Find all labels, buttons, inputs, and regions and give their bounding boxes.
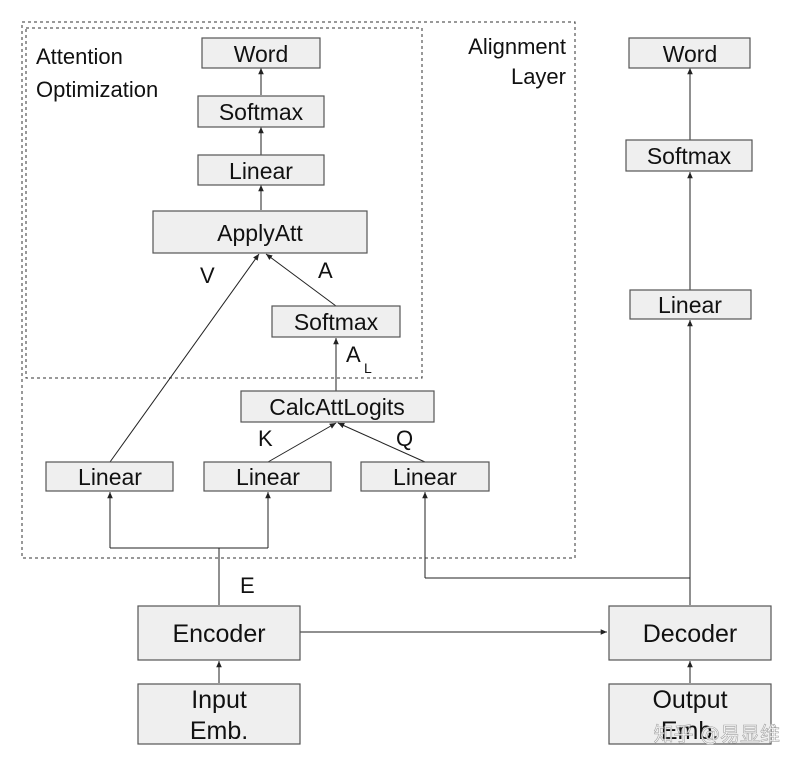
node-softmax-top-left: Softmax xyxy=(197,95,325,128)
edge-e-bus xyxy=(110,547,268,605)
node-input-emb-label1: Input xyxy=(191,686,247,714)
alignment-layer-region xyxy=(21,21,576,559)
attention-optimization-region xyxy=(25,27,423,379)
node-calcattlogits: CalcAttLogits xyxy=(240,390,435,423)
edge-label-a-l: A xyxy=(346,342,361,367)
node-linear-v: Linear xyxy=(45,461,174,492)
node-softmax-top-left-label: Softmax xyxy=(219,99,304,125)
edge-k-to-calc xyxy=(267,422,337,463)
node-linear-top-left-label: Linear xyxy=(229,158,293,184)
node-input-emb: Input Emb. xyxy=(137,683,301,745)
edge-v-to-applyatt xyxy=(109,253,260,463)
node-word-right: Word xyxy=(628,37,751,69)
node-word-right-label: Word xyxy=(663,41,718,67)
node-applyatt: ApplyAtt xyxy=(152,210,368,254)
edge-label-v: V xyxy=(200,263,215,288)
node-linear-q-label: Linear xyxy=(393,464,457,490)
attention-title-line2: Optimization xyxy=(36,77,158,102)
node-encoder: Encoder xyxy=(137,605,301,661)
attention-title-line1: Attention xyxy=(36,44,123,69)
node-softmax-right-label: Softmax xyxy=(647,143,732,169)
node-linear-right-label: Linear xyxy=(658,292,722,318)
node-softmax-right: Softmax xyxy=(625,139,753,172)
edge-label-k: K xyxy=(258,426,273,451)
node-decoder-label: Decoder xyxy=(643,620,738,648)
node-applyatt-label: ApplyAtt xyxy=(217,220,303,246)
watermark: 知乎 @易显维 xyxy=(654,722,780,746)
edge-q-to-calc xyxy=(337,422,426,463)
alignment-title-line2: Layer xyxy=(511,64,566,89)
node-linear-q: Linear xyxy=(360,461,490,492)
node-linear-v-label: Linear xyxy=(78,464,142,490)
edge-decoder-bus xyxy=(425,577,691,605)
node-input-emb-label2: Emb. xyxy=(190,717,248,745)
edge-label-e: E xyxy=(240,573,255,598)
node-softmax-mid: Softmax xyxy=(271,305,401,338)
edge-label-a: A xyxy=(318,258,333,283)
node-linear-k: Linear xyxy=(203,461,332,492)
node-linear-k-label: Linear xyxy=(236,464,300,490)
node-linear-right: Linear xyxy=(629,289,752,320)
node-softmax-mid-label: Softmax xyxy=(294,309,379,335)
node-word-left-label: Word xyxy=(234,41,289,67)
node-encoder-label: Encoder xyxy=(172,620,265,648)
node-calcattlogits-label: CalcAttLogits xyxy=(269,394,405,420)
edge-label-q: Q xyxy=(396,426,413,451)
node-output-emb-label1: Output xyxy=(652,686,727,714)
node-linear-top-left: Linear xyxy=(197,154,325,186)
node-word-left: Word xyxy=(201,37,321,69)
node-output-emb-label2: Emb. xyxy=(661,717,719,745)
node-decoder: Decoder xyxy=(608,605,772,661)
edge-label-a-l-subscript: L xyxy=(364,360,372,376)
alignment-title-line1: Alignment xyxy=(468,34,566,59)
edge-a-to-applyatt xyxy=(265,253,337,307)
node-output-emb: Output Emb. xyxy=(608,683,772,745)
